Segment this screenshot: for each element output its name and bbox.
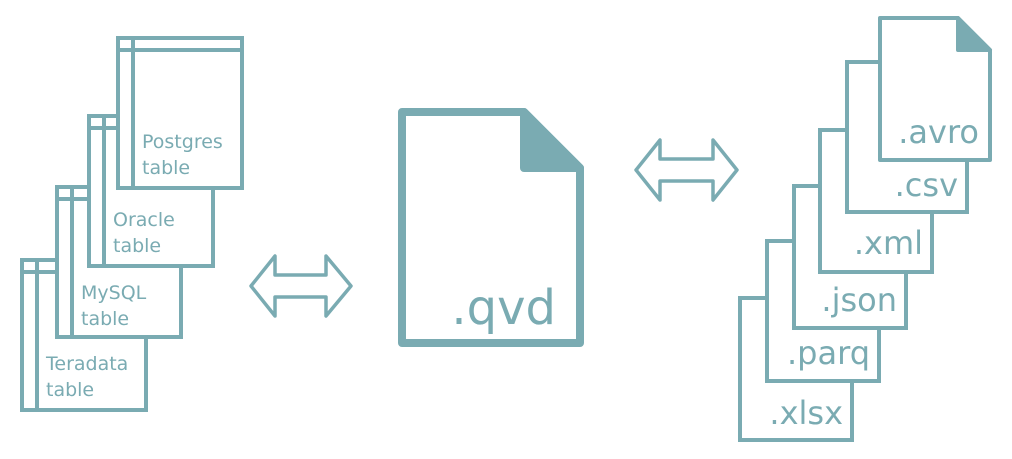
file-extension-avro: .avro	[898, 113, 979, 151]
qvd-file-fold	[520, 108, 584, 172]
table-suffix-postgres: table	[142, 157, 190, 179]
table-name-mysql: MySQL	[81, 282, 147, 304]
database-tables-stack: Teradata table MySQL table Oracle table …	[20, 36, 244, 412]
avro-file-fold	[956, 16, 992, 52]
double-arrow-icon-right	[634, 138, 739, 202]
table-suffix-mysql: table	[81, 308, 129, 330]
file-extension-xml: .xml	[854, 224, 923, 262]
table-name-teradata: Teradata	[45, 353, 128, 375]
file-extension-xlsx: .xlsx	[769, 394, 843, 432]
file-extension-parq: .parq	[787, 334, 870, 372]
table-suffix-oracle: table	[113, 235, 161, 257]
file-extension-json: .json	[821, 281, 897, 319]
qvd-file-icon: .qvd	[398, 108, 584, 347]
output-files-stack: .xlsx .parq .json .xml .csv .avro	[738, 16, 992, 442]
table-suffix-teradata: table	[46, 379, 94, 401]
table-name-postgres: Postgres	[142, 131, 223, 153]
table-icon-postgres: Postgres table	[116, 36, 244, 190]
file-extension-csv: .csv	[895, 166, 958, 204]
table-name-oracle: Oracle	[113, 209, 175, 231]
file-icon-avro: .avro	[878, 16, 992, 162]
qvd-extension-label: .qvd	[451, 280, 556, 336]
double-arrow-icon-left	[249, 254, 353, 318]
